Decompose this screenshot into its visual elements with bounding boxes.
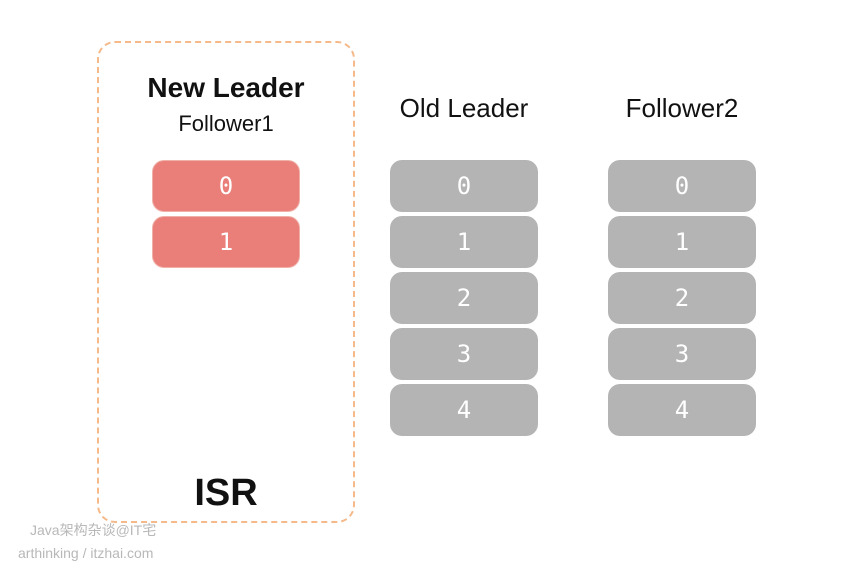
log-entry: 0 (152, 160, 300, 212)
watermark-line1: Java架构杂谈@IT宅 (30, 522, 157, 538)
log-entry: 4 (608, 384, 756, 436)
log-entry: 2 (390, 272, 538, 324)
old-leader-title: Old Leader (399, 93, 529, 123)
isr-boundary (97, 41, 355, 523)
follower2-title: Follower2 (625, 93, 739, 123)
old-leader-log: 0 1 2 3 4 (390, 160, 538, 440)
log-entry: 4 (390, 384, 538, 436)
log-entry: 0 (608, 160, 756, 212)
log-entry: 2 (608, 272, 756, 324)
new-leader-title: New Leader (147, 72, 305, 103)
new-leader-log: 0 1 (152, 160, 300, 272)
follower2-log: 0 1 2 3 4 (608, 160, 756, 440)
isr-label: ISR (194, 472, 258, 514)
log-entry: 3 (608, 328, 756, 380)
log-entry: 1 (152, 216, 300, 268)
log-entry: 0 (390, 160, 538, 212)
log-entry: 1 (608, 216, 756, 268)
watermark-line2: arthinking / itzhai.com (18, 545, 154, 561)
log-entry: 1 (390, 216, 538, 268)
new-leader-subtitle: Follower1 (178, 111, 274, 136)
log-entry: 3 (390, 328, 538, 380)
